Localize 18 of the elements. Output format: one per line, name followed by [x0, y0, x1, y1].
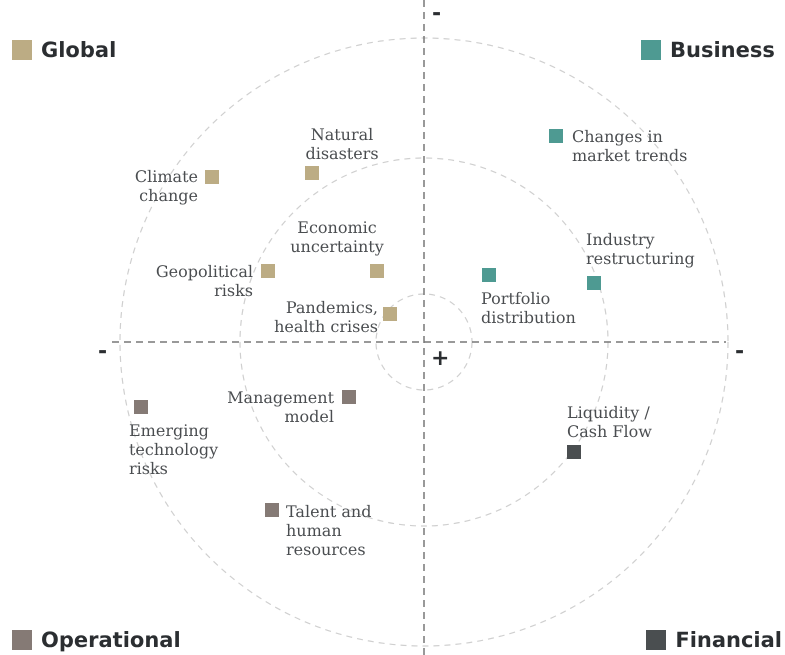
- edge-sign: -: [98, 340, 108, 364]
- risk-label: Changes in market trends: [572, 127, 717, 165]
- risk-label: Portfolio distribution: [481, 289, 601, 327]
- risk-label: Pandemics, health crises: [248, 298, 378, 336]
- legend-label: Global: [41, 37, 116, 63]
- legend-label: Operational: [41, 627, 181, 653]
- risk-label: Liquidity / Cash Flow: [567, 403, 677, 441]
- risk-label: Geopolitical risks: [128, 262, 253, 300]
- risk-label: Talent and human resources: [286, 502, 398, 559]
- edge-sign: -: [432, 2, 442, 26]
- edge-sign: -: [735, 340, 744, 364]
- risk-label: Industry restructuring: [586, 230, 721, 268]
- legend-label: Financial: [675, 627, 782, 653]
- center-sign: +: [431, 347, 450, 371]
- risk-label: Natural disasters: [292, 125, 392, 163]
- legend-label: Business: [670, 37, 775, 63]
- risk-label: Economic uncertainty: [280, 218, 394, 256]
- risk-label: Climate change: [118, 167, 198, 205]
